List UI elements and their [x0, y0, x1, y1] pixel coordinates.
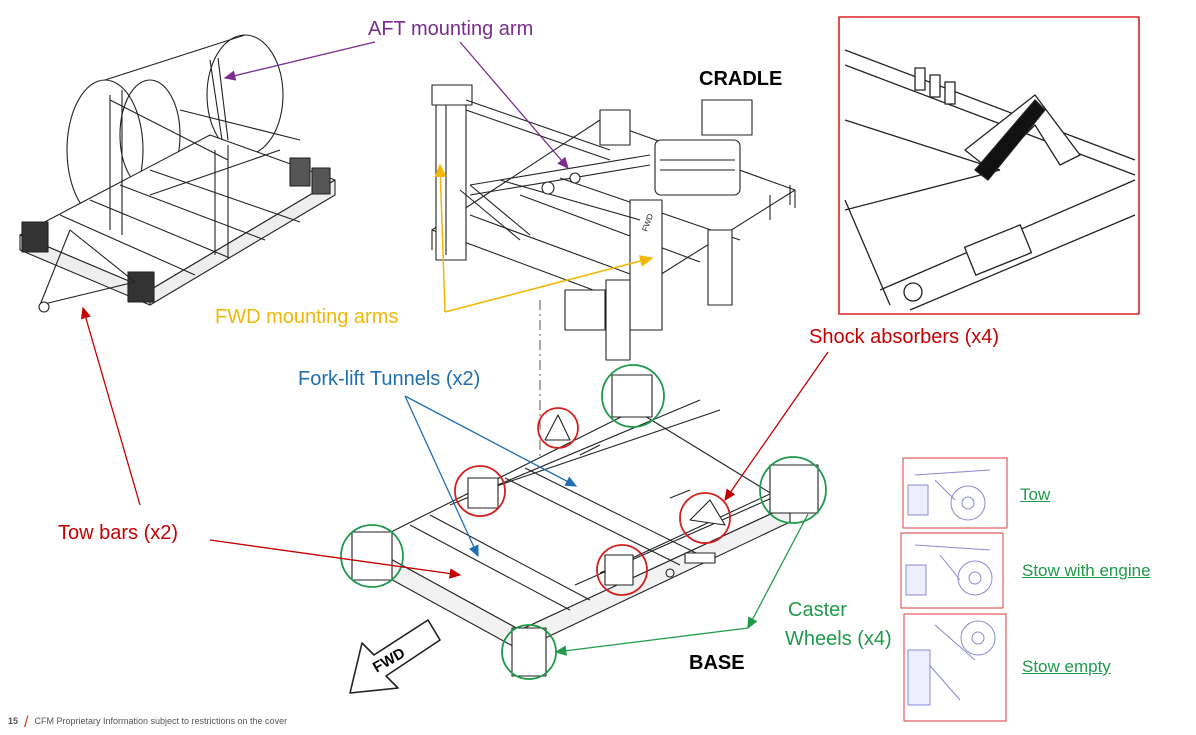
base-drawing [351, 374, 819, 677]
tunnel-arrow-right [404, 395, 578, 487]
cradle-drawing [431, 84, 796, 361]
caster-wheels-label-line2: Wheels (x4) [785, 628, 892, 650]
caster-position-legend [900, 457, 1008, 722]
fwd-arm-arrow-right [444, 255, 654, 313]
fwd-direction-arrow-icon [349, 619, 441, 694]
legend-tow-label: Tow [1020, 485, 1051, 504]
aft-mounting-arm-label: AFT mounting arm [368, 18, 534, 40]
assembled-stand-drawing [19, 34, 336, 313]
footer-slash-icon: / [24, 714, 29, 731]
tow-bars-label: Tow bars (x2) [58, 522, 179, 544]
aft-arm-arrow-right [459, 41, 569, 169]
fwd-mounting-arms-label: FWD mounting arms [215, 306, 399, 328]
shock-absorbers-label: Shock absorbers (x4) [809, 326, 1000, 348]
page-number: 15 [8, 716, 19, 726]
fwd-arm-arrow-left [434, 163, 447, 313]
caster-wheels-label-line1: Caster [788, 599, 847, 621]
aft-arm-arrow-left [223, 41, 376, 81]
legend-stow-with-engine-label: Stow with engine [1022, 561, 1151, 580]
tow-bar-arrow-right [209, 539, 462, 579]
caster-arrow-up [747, 513, 809, 630]
tow-bar-arrow-left [80, 306, 141, 506]
shock-arrow [724, 351, 829, 502]
tunnel-arrow-left [404, 395, 479, 558]
legend-stow-empty-label: Stow empty [1022, 657, 1111, 676]
base-label: BASE [689, 652, 745, 674]
shock-absorber-detail-inset [838, 16, 1140, 315]
shock-absorber-highlights [454, 407, 731, 596]
caster-arrow-left [554, 627, 749, 656]
cradle-label: CRADLE [699, 68, 783, 90]
fork-lift-tunnels-label: Fork-lift Tunnels (x2) [298, 368, 481, 390]
footer-text: CFM Proprietary Information subject to r… [34, 716, 288, 726]
footer: 15 / CFM Proprietary Information subject t… [8, 714, 287, 732]
